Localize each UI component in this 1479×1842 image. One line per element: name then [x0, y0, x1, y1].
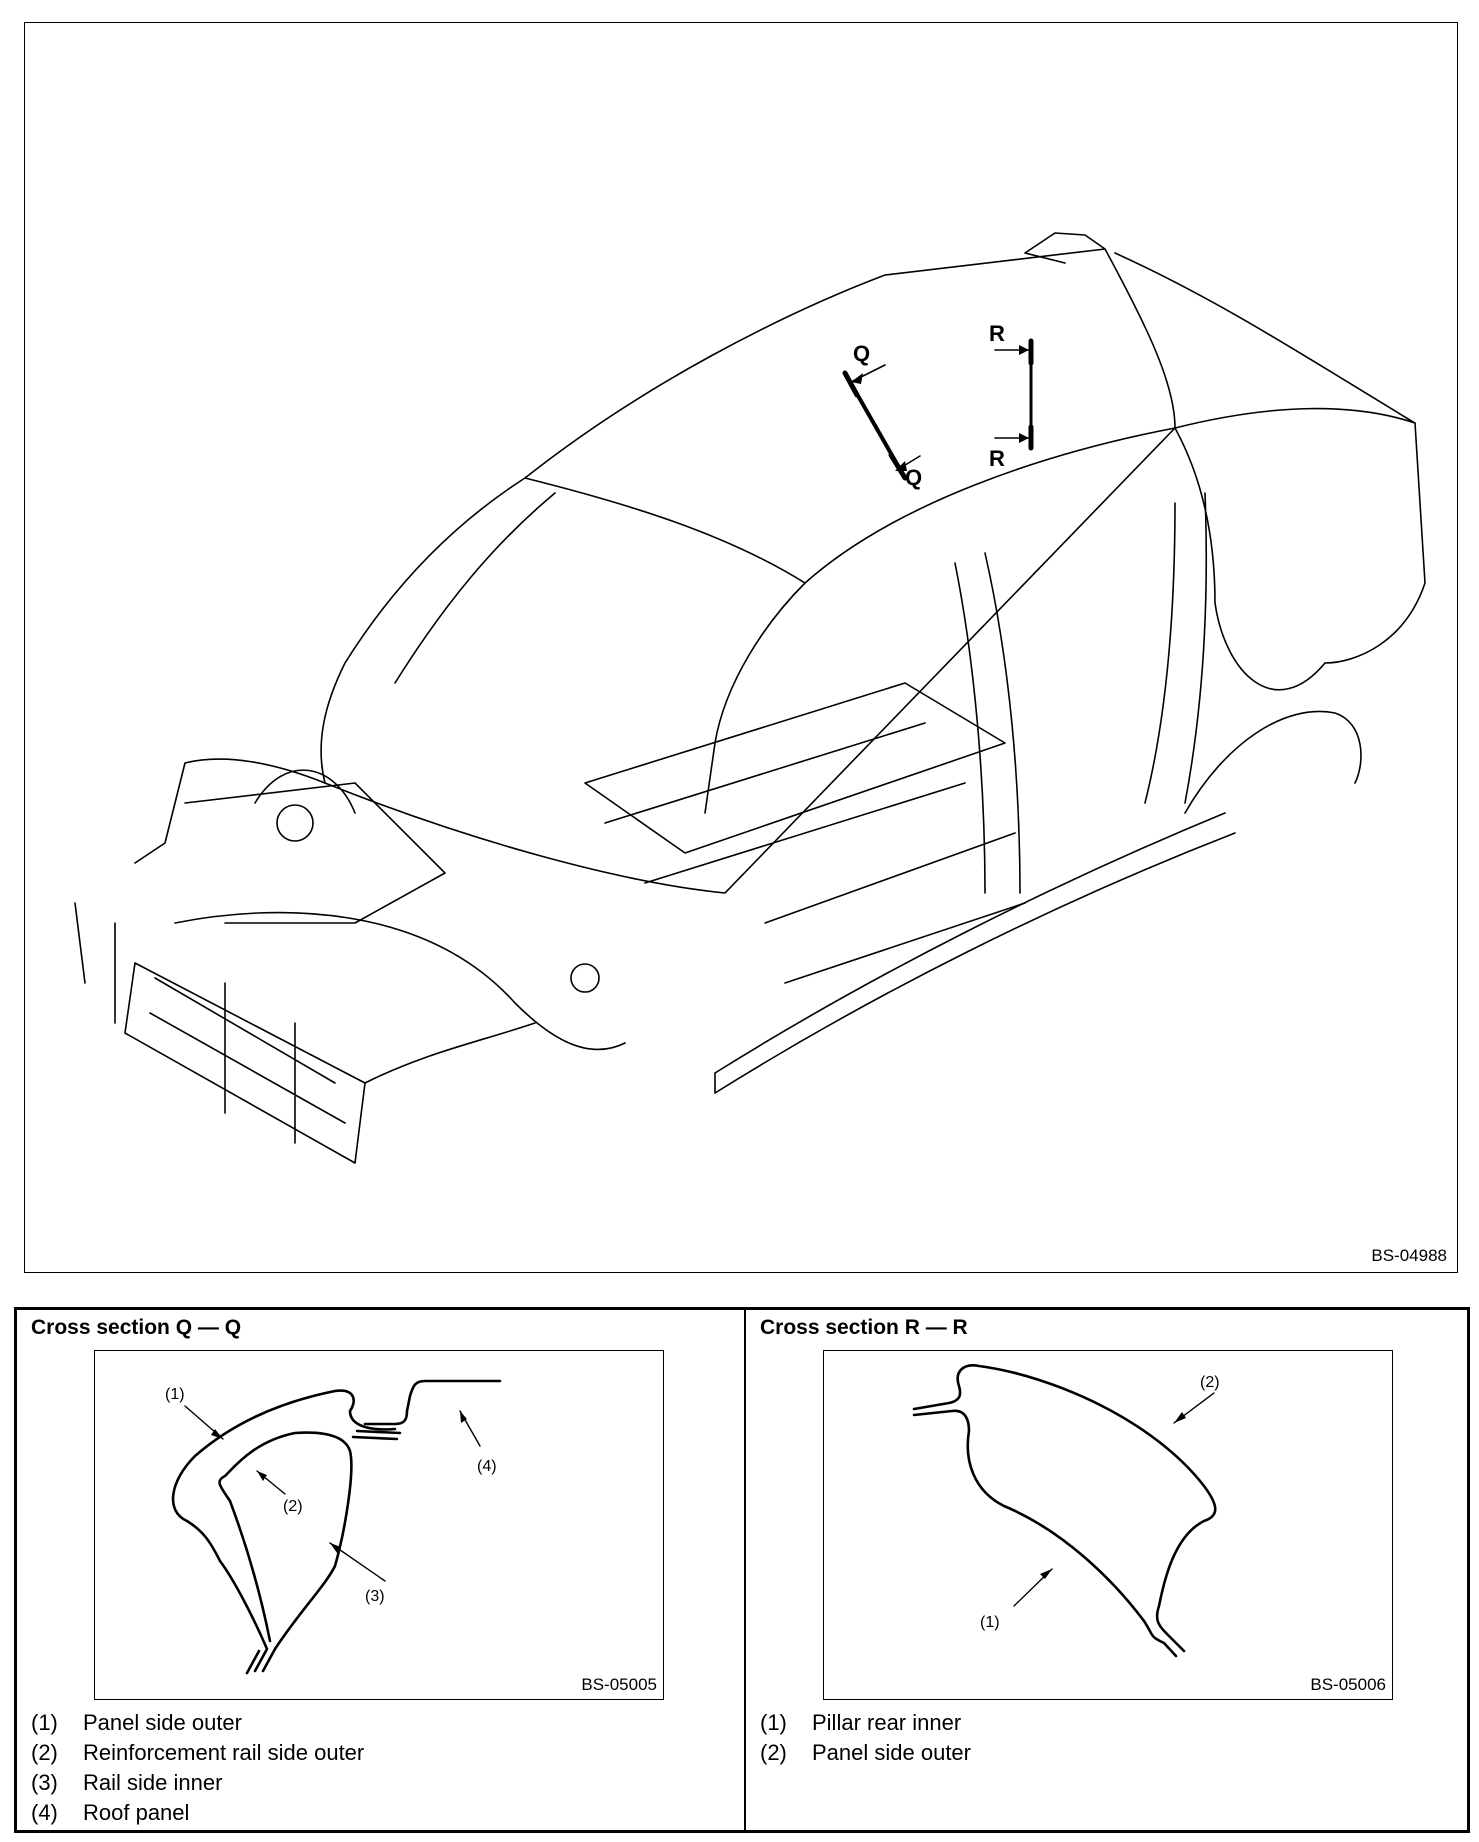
radiator-support [124, 962, 366, 1164]
legend-label: Reinforcement rail side outer [83, 1740, 365, 1765]
body-side-upper [324, 407, 1426, 894]
legend-num: (2) [760, 1740, 787, 1765]
section-q-figure-id: BS-05005 [581, 1675, 657, 1694]
legend-num: (1) [31, 1710, 58, 1735]
a-pillar-left [320, 477, 526, 784]
cross-section-table: Cross section Q — Q [14, 1307, 1470, 1833]
legend-item: (1) Pillar rear inner [760, 1708, 971, 1738]
legend-num: (4) [31, 1800, 58, 1825]
roof-panel-outline [524, 248, 1176, 584]
legend-num: (2) [31, 1740, 58, 1765]
section-r-drawing: (2) (1) [912, 1364, 1220, 1658]
callout-3: (3) [365, 1588, 385, 1605]
legend-num: (1) [760, 1710, 787, 1735]
rear-quarter [1174, 427, 1326, 691]
main-figure-id: BS-04988 [1371, 1246, 1447, 1265]
roof-panel-profile [363, 1379, 502, 1426]
legend-item: (3) Rail side inner [31, 1768, 364, 1798]
pillar-rear-inner-profile [912, 1409, 1178, 1658]
callout-1: (1) [980, 1614, 1000, 1631]
front-side-frame [174, 911, 626, 1051]
table-divider [744, 1310, 746, 1830]
c-pillar [1144, 502, 1176, 804]
rail-side-inner-profile [218, 1431, 353, 1673]
callout-4: (4) [477, 1458, 497, 1475]
section-q-drawing: (1) (2) (3) (4) [165, 1379, 502, 1675]
callout-2: (2) [1200, 1374, 1220, 1391]
legend-item: (1) Panel side outer [31, 1708, 364, 1738]
front-strut-tower [254, 769, 356, 814]
section-q-title: Cross section Q — Q [31, 1316, 242, 1339]
panel-side-outer-profile [912, 1364, 1217, 1653]
section-q-legend: (1) Panel side outer (2) Reinforcement rai… [31, 1708, 364, 1828]
legend-label: Rail side inner [83, 1770, 223, 1795]
floor-panel [584, 682, 1006, 854]
rear-wheel-arch [1184, 710, 1362, 814]
section-r-figure-id: BS-05006 [1310, 1675, 1386, 1694]
a-pillar-right [704, 582, 806, 814]
section-r-figure-frame: (2) (1) BS-05006 [823, 1350, 1393, 1700]
side-sill [714, 812, 1226, 1074]
callout-2: (2) [283, 1498, 303, 1515]
legend-item: (4) Roof panel [31, 1798, 364, 1828]
legend-label: Roof panel [83, 1800, 190, 1825]
car-body-drawing: Q Q R R [74, 232, 1426, 1164]
section-mark-q-bottom: Q [905, 465, 922, 490]
legend-label: Pillar rear inner [812, 1710, 962, 1735]
legend-item: (2) Reinforcement rail side outer [31, 1738, 364, 1768]
legend-num: (3) [31, 1770, 58, 1795]
panel-side-outer-profile [171, 1389, 397, 1673]
section-q-figure-frame: (1) (2) (3) (4) BS-05005 [94, 1350, 664, 1700]
legend-item: (2) Panel side outer [760, 1738, 971, 1768]
section-mark-q-top: Q [853, 341, 870, 366]
callout-1: (1) [165, 1386, 185, 1403]
b-pillar [954, 562, 986, 894]
front-apron [134, 758, 326, 864]
section-mark-r-bottom: R [989, 446, 1005, 471]
section-r-legend: (1) Pillar rear inner (2) Panel side outer [760, 1708, 971, 1768]
legend-label: Panel side outer [83, 1710, 242, 1735]
section-r-title: Cross section R — R [760, 1316, 968, 1339]
section-mark-r-top: R [989, 321, 1005, 346]
panel-cross-section-r: Cross section R — R (2) (1) BS-05006 (1)… [746, 1310, 1470, 1830]
main-figure-frame: Q Q R R BS-04988 [24, 22, 1458, 1273]
legend-label: Panel side outer [812, 1740, 971, 1765]
panel-cross-section-q: Cross section Q — Q [17, 1310, 744, 1830]
